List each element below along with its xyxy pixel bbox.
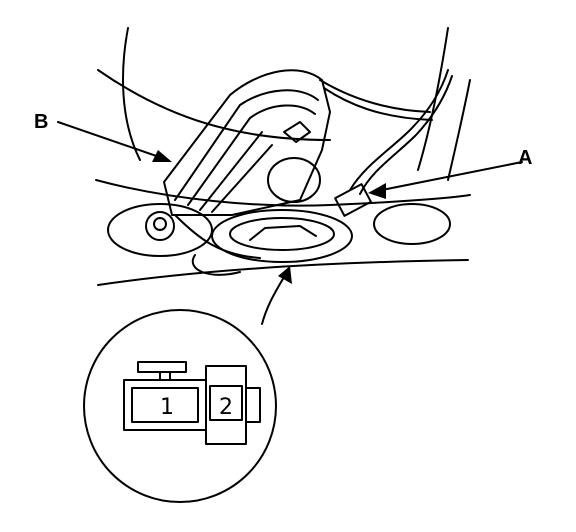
- left-boss: [107, 203, 213, 257]
- housing-ridge-3: [199, 131, 263, 211]
- housing-lower-flange: [174, 214, 261, 259]
- left-bolt-center: [153, 217, 167, 231]
- detail-latch-tab: [137, 361, 187, 373]
- detail-cavity-2: [209, 385, 243, 421]
- detail-latch-stem: [159, 371, 171, 381]
- connector-a: [334, 183, 372, 217]
- pin-number-1: 1: [160, 395, 174, 420]
- wire-harness-lower: [323, 87, 433, 121]
- detail-side-lock: [245, 387, 261, 423]
- detail-cavity-1: [131, 387, 199, 423]
- body-upper-curve: [95, 179, 471, 207]
- housing-ridge-1: [174, 89, 319, 201]
- housing-ridge-2: [187, 104, 316, 206]
- panel-left-edge: [122, 27, 141, 161]
- pin-number-2: 2: [219, 395, 233, 420]
- sensor-housing: [163, 69, 331, 216]
- panel-far-right: [447, 79, 471, 181]
- detail-circle: [83, 309, 277, 503]
- connector-cable: [349, 69, 449, 191]
- connector-cable-2: [359, 75, 453, 195]
- housing-cap: [283, 121, 311, 143]
- arrow-a-head: [368, 183, 386, 199]
- callout-label-a: A: [518, 147, 532, 169]
- housing-ridge-4: [211, 144, 273, 213]
- center-hole-bracket: [249, 225, 317, 241]
- callout-label-b: B: [34, 111, 48, 133]
- harness-loop: [191, 254, 241, 276]
- arrow-b-head: [152, 150, 172, 162]
- wire-harness-upper: [319, 79, 431, 113]
- panel-right-edge: [417, 27, 449, 171]
- body-lower-curve: [97, 259, 469, 286]
- housing-port: [267, 157, 321, 203]
- center-hole-inner: [229, 217, 335, 251]
- right-hole: [373, 203, 451, 245]
- left-bolt: [145, 211, 175, 241]
- center-hole-outer: [211, 209, 353, 263]
- arrow-a-shaft: [371, 161, 523, 193]
- arrow-b-shaft: [57, 121, 169, 161]
- arrow-detail-head: [278, 266, 292, 284]
